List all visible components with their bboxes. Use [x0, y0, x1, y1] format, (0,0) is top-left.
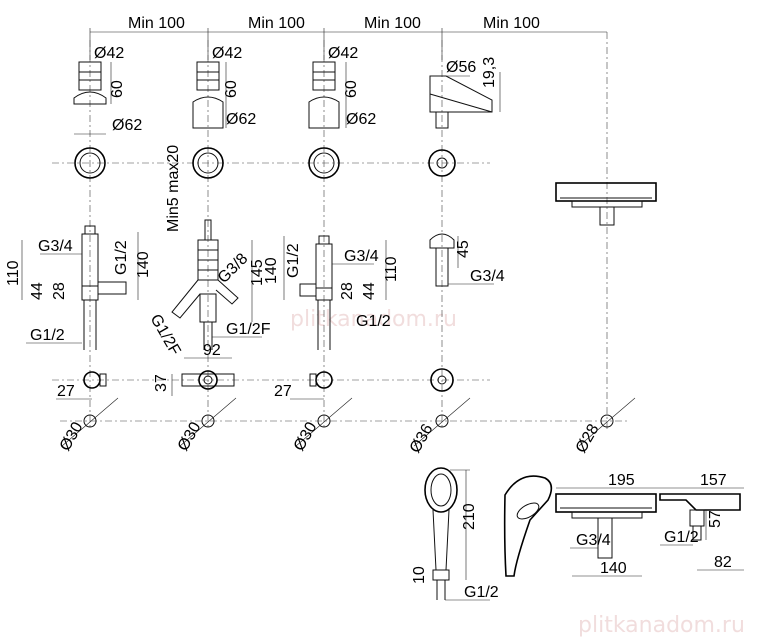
- valve-3-out: G1/2: [285, 243, 302, 278]
- watermark-bottom: plitkanadom.ru: [578, 613, 745, 638]
- valve-3-hole-d: Ø30: [291, 419, 321, 454]
- valve-3-knob: [308, 96, 340, 129]
- valve-3-d28: 28: [339, 282, 356, 300]
- valve-3-base-d: Ø62: [346, 111, 376, 128]
- valve-1-hole: [83, 414, 97, 428]
- cascade-w157: 157: [700, 472, 727, 489]
- valve-2-adjust: Min5 max20: [165, 145, 182, 232]
- valve-2-g38: G3/8: [215, 250, 252, 287]
- valve-2-bottom-body: [181, 373, 235, 387]
- valve-2-w92: 92: [203, 342, 221, 359]
- valve-1-in: G3/4: [38, 238, 73, 255]
- spout-h19: 19,3: [481, 57, 498, 88]
- shower-hole-d: Ø28: [573, 421, 603, 456]
- hand-shower-side: [503, 475, 553, 577]
- valve-3-h110: 110: [383, 256, 400, 282]
- spacing-label-2: Min 100: [248, 15, 305, 32]
- valve-3-top-d: Ø42: [328, 45, 358, 62]
- valve-3-hole: [317, 414, 331, 428]
- valve-1-height: 60: [109, 80, 126, 98]
- valve-2-rosette: [192, 147, 224, 179]
- handshower-g12: G1/2: [464, 584, 499, 601]
- valve-2-base-d: Ø62: [226, 111, 256, 128]
- valve-3: Ø42 60 Ø62 G3/4 G1/2 140 110 28 44 G1/2 …: [263, 45, 400, 454]
- valve-3-d44: 44: [361, 282, 378, 300]
- valve-1-bottom: G1/2: [30, 327, 65, 344]
- valve-1: Ø42 60 Ø62 G3/4 G1/2 140 110 44 28 G1/2 …: [5, 45, 152, 454]
- shower-head-side: 195 G3/4 140: [555, 472, 660, 577]
- cascade-spout: 157 57 G1/2 82: [659, 472, 744, 571]
- cascade-w82: 82: [714, 554, 732, 571]
- spacing-label-4: Min 100: [483, 15, 540, 32]
- valve-2-h145: 145: [249, 259, 266, 286]
- spout: Ø56 19,3 45 G3/4 Ø36: [407, 57, 505, 456]
- valve-2-g12f-right: G1/2F: [226, 321, 271, 338]
- valve-1-off: 27: [57, 383, 75, 400]
- valve-1-h110: 110: [5, 260, 22, 286]
- spout-bottom: [430, 368, 454, 392]
- valve-3-rosette: [308, 147, 340, 179]
- valve-3-h140: 140: [263, 257, 280, 284]
- cascade-h57: 57: [707, 510, 724, 528]
- valve-1-out: G1/2: [113, 240, 130, 275]
- shower-hole: [600, 414, 614, 428]
- handshower-h210: 210: [461, 503, 478, 530]
- valve-1-top-d: Ø42: [94, 45, 124, 62]
- spout-d56: Ø56: [446, 59, 476, 76]
- valve-3-in: G3/4: [344, 248, 379, 265]
- spacing-label-1: Min 100: [128, 15, 185, 32]
- valve-1-d44: 44: [29, 282, 46, 300]
- head-w195: 195: [608, 472, 635, 489]
- hand-shower-front: 210 10 G1/2: [411, 467, 499, 601]
- spout-hole: [435, 414, 449, 428]
- spout-g34: G3/4: [470, 268, 505, 285]
- valve-2-hole: [201, 414, 215, 428]
- head-g34: G3/4: [576, 532, 611, 549]
- valve-3-bottom: G1/2: [356, 313, 391, 330]
- valve-1-hole-d: Ø30: [57, 419, 87, 454]
- valve-2-top-d: Ø42: [212, 45, 242, 62]
- spacing-label-3: Min 100: [364, 15, 421, 32]
- valve-1-base-d: Ø62: [112, 117, 142, 134]
- handshower-h10: 10: [411, 566, 428, 584]
- spacing-dimensions: Min 100 Min 100 Min 100 Min 100: [89, 15, 608, 430]
- valve-1-knob: [78, 61, 102, 91]
- valve-2-g12f-left: G1/2F: [147, 312, 184, 359]
- cascade-g12: G1/2: [664, 529, 699, 546]
- valve-2-h37: 37: [153, 374, 170, 392]
- spout-rosette: [428, 149, 456, 177]
- overhead-shower: Ø28: [555, 182, 657, 456]
- spout-h45: 45: [455, 240, 472, 258]
- valve-3-off: 27: [274, 383, 292, 400]
- valve-1-rosette: [74, 147, 106, 179]
- spout-side: [435, 247, 449, 287]
- valve-2-knob: [192, 96, 224, 129]
- head-w140: 140: [600, 560, 627, 577]
- spout-hole-d: Ø36: [407, 421, 437, 456]
- valve-2: Ø42 60 Ø62 Min5 max20 G3/8 145 G1/2F G1/…: [147, 45, 271, 454]
- valve-1-d28: 28: [51, 282, 68, 300]
- valve-3-height: 60: [343, 80, 360, 98]
- valve-2-height: 60: [223, 80, 240, 98]
- valve-1-h140: 140: [135, 251, 152, 278]
- valve-2-hole-d: Ø30: [175, 419, 205, 454]
